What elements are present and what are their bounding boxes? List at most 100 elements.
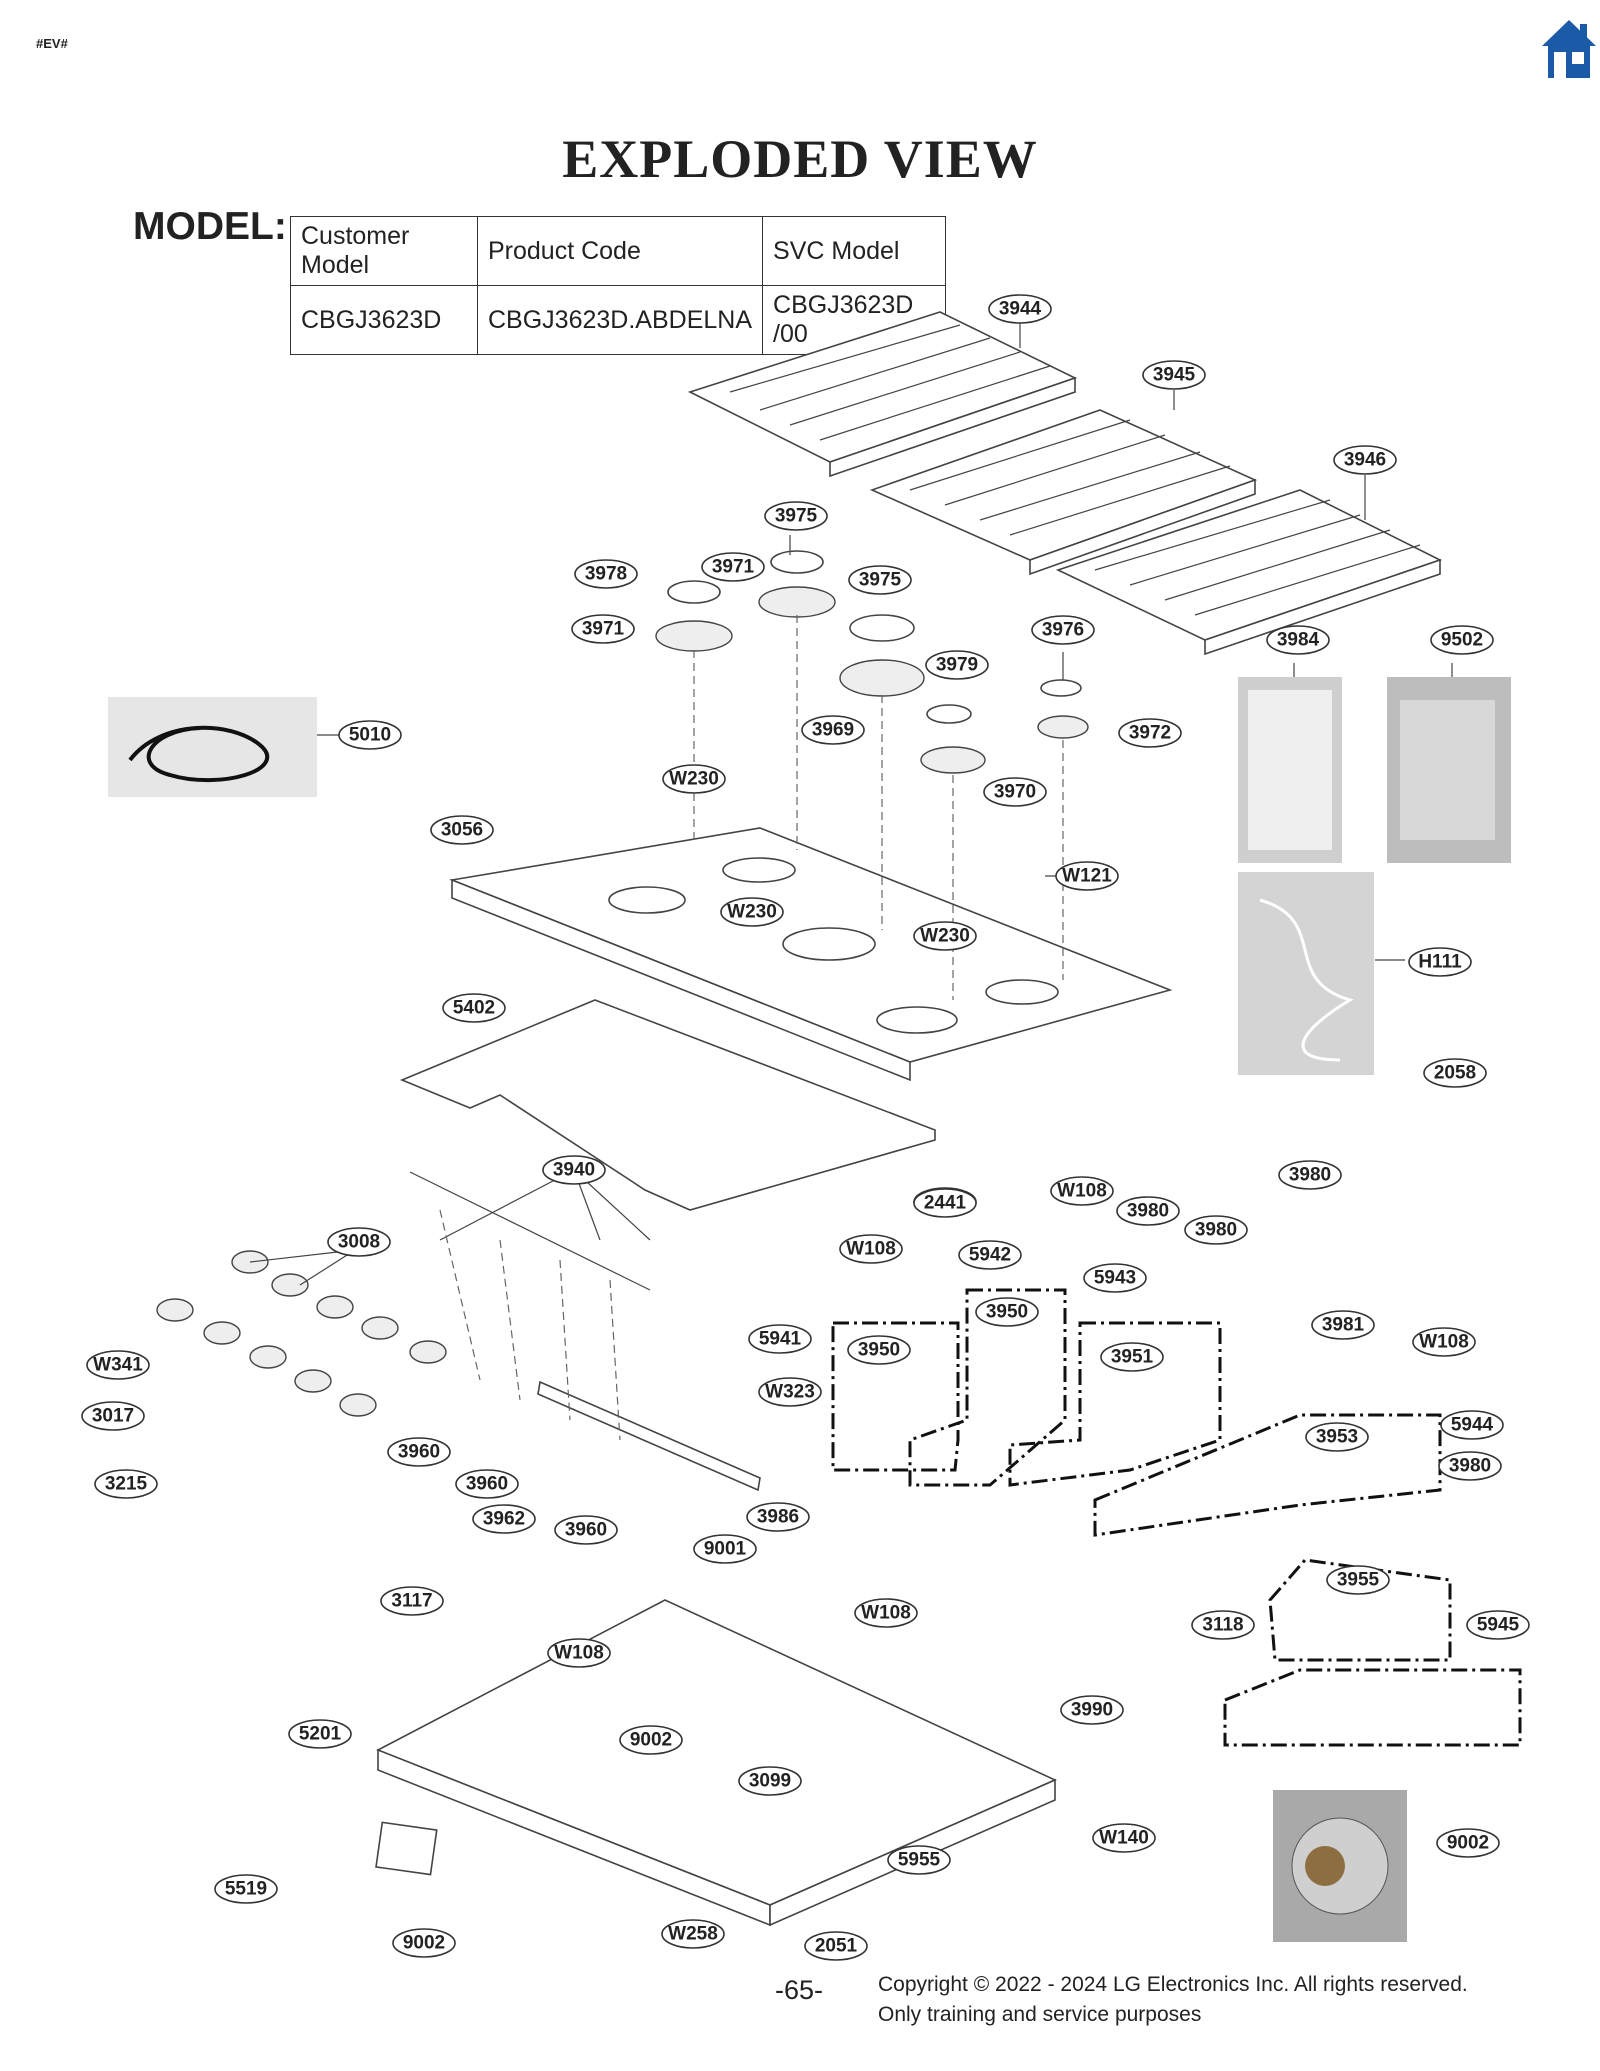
part-callout: 9002: [1436, 1828, 1500, 1858]
callout-label: 5010: [349, 725, 391, 746]
callout-label: 3980: [1289, 1165, 1331, 1186]
callout-bubble: [1326, 1565, 1390, 1595]
callout-label: H111: [1418, 952, 1462, 973]
part-callout: 5519: [214, 1874, 278, 1904]
part-callout: 3117: [380, 1586, 444, 1616]
part-callout: 3944: [988, 294, 1052, 324]
part-callout: 3118: [1191, 1610, 1255, 1640]
callout-label: 2051: [815, 1936, 858, 1957]
callout-bubble: [693, 1534, 757, 1564]
part-callout: 3960: [387, 1437, 451, 1467]
part-callout: 5941: [748, 1324, 812, 1354]
callout-label: 2058: [1434, 1063, 1476, 1084]
callout-bubble: [983, 777, 1047, 807]
callout-label: 3945: [1153, 365, 1196, 386]
part-callout: 3056: [430, 815, 494, 845]
callout-bubble: [758, 1377, 822, 1407]
model-table-row: CBGJ3623D CBGJ3623D.ABDELNA CBGJ3623D /0…: [290, 285, 947, 355]
callout-label: 3976: [1042, 620, 1084, 641]
page-tag: #EV#: [36, 36, 68, 51]
callout-label: W108: [554, 1643, 604, 1664]
callout-label: 9502: [1441, 630, 1483, 651]
callout-bubble: [662, 764, 726, 794]
part-callout: 5945: [1466, 1610, 1530, 1640]
part-callout: 3976: [1031, 615, 1095, 645]
callout-label: 5402: [453, 998, 495, 1019]
part-callout: 3970: [983, 777, 1047, 807]
callout-bubble: [442, 993, 506, 1023]
callout-label: W230: [920, 926, 970, 947]
part-callout: W121: [1055, 861, 1119, 891]
callout-label: 3969: [812, 720, 854, 741]
callout-bubble: [887, 1845, 951, 1875]
callout-bubble: [1436, 1828, 1500, 1858]
callout-bubble: [1191, 1610, 1255, 1640]
callout-label: 3978: [585, 564, 627, 585]
model-cell: CBGJ3623D.ABDELNA: [476, 285, 764, 355]
callout-bubble: [1423, 1058, 1487, 1088]
part-callout: W230: [662, 764, 726, 794]
leader-lines: [249, 318, 1453, 1441]
part-callout: 3990: [1060, 1695, 1124, 1725]
home-icon[interactable]: [1540, 18, 1598, 80]
part-callout: W230: [720, 897, 784, 927]
part-callout: 3975: [848, 565, 912, 595]
grate-center: [869, 409, 1258, 576]
callout-label: W108: [846, 1239, 896, 1260]
callout-label: 3972: [1129, 723, 1171, 744]
callout-bubble: [1100, 1342, 1164, 1372]
part-callout: 2051: [804, 1931, 868, 1961]
callout-label: 3979: [936, 655, 978, 676]
callout-label: 9002: [403, 1933, 445, 1954]
part-callout: 2441: [913, 1188, 977, 1218]
callout-bubble: [1031, 615, 1095, 645]
callout-bubble: [1278, 1160, 1342, 1190]
part-callout: 3960: [455, 1469, 519, 1499]
callout-label: 3950: [986, 1302, 1028, 1323]
callout-bubble: [1083, 1263, 1147, 1293]
part-callout: 9502: [1430, 625, 1494, 655]
callout-bubble: [958, 1240, 1022, 1270]
model-cell: CBGJ3623D: [290, 285, 478, 355]
tube-box: [1223, 1668, 1522, 1747]
callout-bubble: [1060, 1695, 1124, 1725]
gas-regulator-photo: [1273, 1790, 1407, 1942]
callout-label: 3944: [999, 299, 1042, 320]
callout-bubble: [327, 1227, 391, 1257]
callout-bubble: [81, 1401, 145, 1431]
part-callout: W140: [1092, 1823, 1156, 1853]
burner-parts: [655, 550, 1089, 774]
callout-bubble: [1333, 445, 1397, 475]
callout-bubble: [1311, 1310, 1375, 1340]
callout-bubble: [1142, 360, 1206, 390]
callout-label: W121: [1062, 866, 1112, 887]
callout-label: 3117: [391, 1591, 432, 1612]
part-callout: 3960: [554, 1515, 618, 1545]
callout-bubble: [1092, 1823, 1156, 1853]
copyright-notice: Copyright © 2022 - 2024 LG Electronics I…: [878, 1970, 1468, 2030]
part-callout: 3946: [1333, 445, 1397, 475]
part-callout: 9002: [619, 1725, 683, 1755]
callout-label: 3940: [553, 1160, 595, 1181]
callout-bubble: [380, 1586, 444, 1616]
part-callout: 3953: [1305, 1422, 1369, 1452]
callout-label: W341: [93, 1355, 143, 1376]
callout-bubble: [1118, 718, 1182, 748]
part-callout: 3940: [542, 1155, 606, 1185]
part-callout: 3969: [801, 715, 865, 745]
part-callout: 3955: [1326, 1565, 1390, 1595]
part-callout: 3978: [574, 559, 638, 589]
callout-label: 5201: [299, 1724, 342, 1745]
part-callout: 5010: [338, 720, 402, 750]
part-callout: W108: [854, 1598, 918, 1628]
wire-harness-photo: [1238, 872, 1374, 1075]
callout-bubble: [1408, 947, 1472, 977]
parts-bag-photo: [1387, 677, 1511, 863]
model-table: Customer Model Product Code SVC Model CB…: [290, 216, 947, 355]
callout-label: W108: [861, 1603, 911, 1624]
callout-bubble: [1184, 1215, 1248, 1245]
callout-label: 5955: [898, 1850, 941, 1871]
callout-label: W108: [1057, 1181, 1107, 1202]
